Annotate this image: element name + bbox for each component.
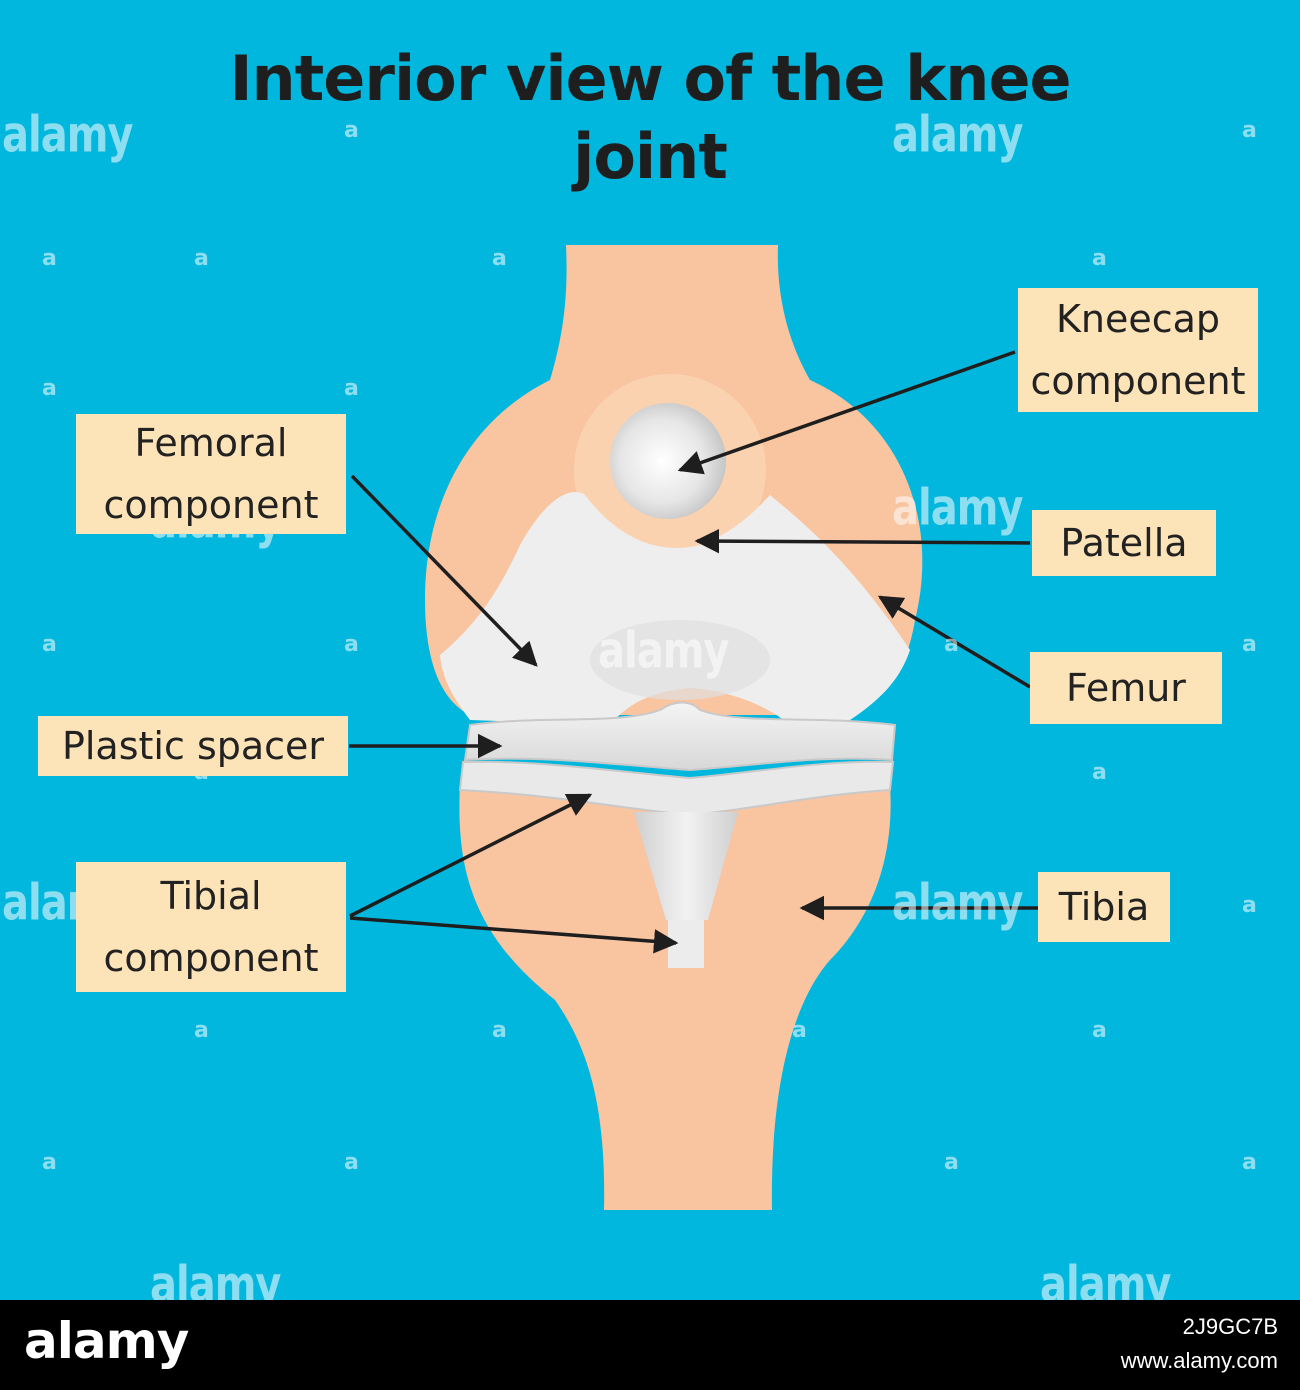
watermark-mark: a — [944, 1150, 959, 1175]
watermark-mark: a — [42, 246, 57, 271]
arrow-femoral — [350, 474, 538, 667]
tibial-stem-shape — [634, 812, 738, 920]
label-tibia: Tibia — [1038, 872, 1170, 942]
tibial-tray-shape — [458, 760, 895, 817]
leader-lines — [349, 350, 1038, 954]
footer-url: www.alamy.com — [1120, 1348, 1278, 1373]
watermark-mark: a — [344, 632, 359, 657]
plastic-spacer-shape — [463, 701, 897, 772]
watermark-mark: a — [1242, 893, 1257, 918]
watermark: alamy — [892, 479, 1023, 537]
knee-illustration — [349, 245, 1038, 1210]
tibia-shape — [459, 785, 891, 1210]
label-patella: Patella — [1032, 510, 1216, 576]
watermark-mark: a — [492, 246, 507, 271]
footer-bar: alamy 2J9GC7B www.alamy.com — [0, 1300, 1300, 1390]
kneecap-component-shape — [610, 403, 726, 519]
watermark-mark: a — [344, 1150, 359, 1175]
label-femur: Femur — [1030, 652, 1222, 724]
watermark: alamy — [2, 106, 133, 164]
watermark-mark: a — [1242, 1150, 1257, 1175]
watermark-mark: a — [1242, 118, 1257, 143]
femoral-component-shape — [440, 492, 910, 725]
footer-logo: alamy — [24, 1312, 189, 1370]
watermark-mark: a — [194, 1018, 209, 1043]
watermark-mark: a — [944, 632, 959, 657]
watermark-mark: a — [42, 1150, 57, 1175]
watermark-mark: a — [1092, 760, 1107, 785]
watermark: alamy — [892, 106, 1023, 164]
label-femoral-component: Femoral component — [76, 414, 346, 534]
arrow-kneecap — [677, 350, 1016, 475]
arrow-tibial-lower — [349, 916, 679, 954]
watermark-mark: a — [1092, 1018, 1107, 1043]
watermark: alamy — [598, 622, 729, 680]
watermark: alamy — [892, 874, 1023, 932]
arrow-femur — [877, 595, 1031, 689]
watermark-mark: a — [792, 1018, 807, 1043]
watermark-mark: a — [1242, 632, 1257, 657]
watermark-mark: a — [344, 376, 359, 401]
arrow-tibial-upper — [349, 793, 593, 918]
watermark-mark: a — [344, 118, 359, 143]
footer-image-id: 2J9GC7B — [1182, 1314, 1278, 1339]
label-tibial-component: Tibial component — [76, 862, 346, 992]
watermark-mark: a — [42, 376, 57, 401]
arrow-patella — [694, 528, 1031, 554]
watermark-mark: a — [1092, 246, 1107, 271]
diagram-title: Interior view of the knee joint — [229, 42, 1071, 193]
label-kneecap-component: Kneecap component — [1018, 288, 1258, 412]
watermark-mark: a — [194, 246, 209, 271]
watermark-mark: a — [42, 632, 57, 657]
label-plastic-spacer: Plastic spacer — [38, 716, 348, 776]
watermark-mark: a — [492, 1018, 507, 1043]
